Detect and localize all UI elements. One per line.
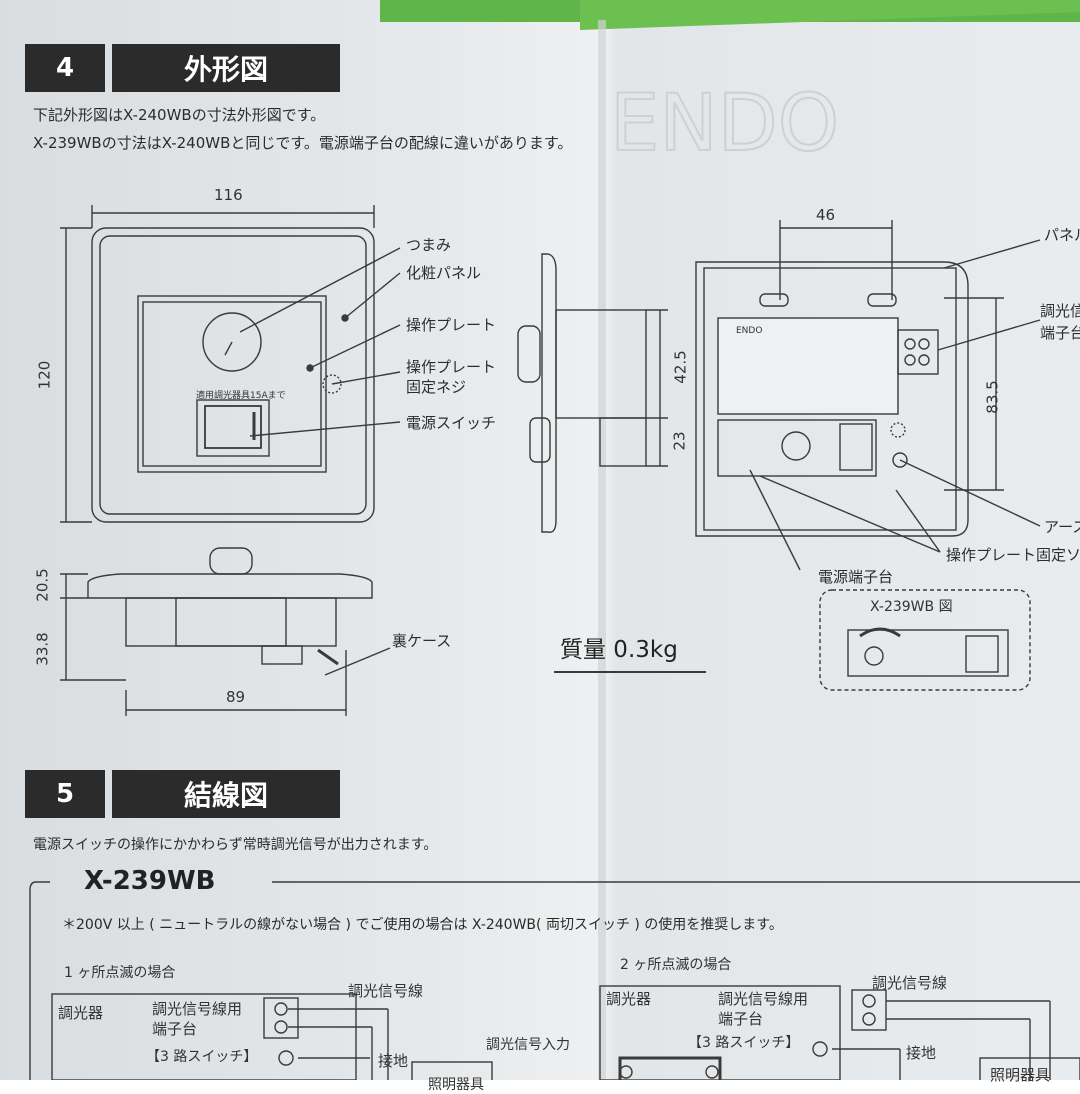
case2-signal-line: 調光信号線 bbox=[872, 974, 948, 992]
section-4-description-1: 下記外形図はX-240WBの寸法外形図です。 bbox=[33, 106, 326, 124]
label-plate-screw-1: 操作プレート bbox=[406, 358, 497, 376]
case1-signal-line: 調光信号線 bbox=[348, 982, 424, 1000]
case1-ground: 接地 bbox=[378, 1052, 409, 1070]
section-4-description-2: X-239WBの寸法はX-240WBと同じです。電源端子台の配線に違いがあります… bbox=[33, 134, 573, 152]
section-5-number: 5 bbox=[25, 770, 105, 818]
case2-title: 2 ヶ所点滅の場合 bbox=[620, 957, 732, 973]
inset-title: X-239WB 図 bbox=[870, 599, 953, 615]
label-panel: 化粧パネル bbox=[406, 264, 482, 282]
label-rear-terminal-1: 調光信 bbox=[1040, 302, 1080, 320]
dim-depth-panel: 20.5 bbox=[33, 568, 52, 602]
case1-fixture: 照明器具 bbox=[428, 1077, 484, 1093]
dim-depth-case: 33.8 bbox=[33, 632, 52, 666]
weight-label: 質量 0.3kg bbox=[560, 637, 678, 663]
case1-terminal-2: 端子台 bbox=[152, 1020, 198, 1038]
front-caption: 適用調光器具15Aまで bbox=[196, 391, 286, 401]
case2-ground: 接地 bbox=[906, 1044, 937, 1062]
section-5-description: 電源スイッチの操作にかかわらず常時調光信号が出力されます。 bbox=[33, 837, 438, 853]
case1-title: 1 ヶ所点滅の場合 bbox=[64, 965, 176, 981]
dim-rear-height: 83.5 bbox=[983, 380, 1002, 414]
model-name: X-239WB bbox=[84, 866, 216, 896]
label-rear-terminal-2: 端子台 bbox=[1040, 324, 1080, 342]
dim-side-upper: 42.5 bbox=[671, 350, 690, 384]
dim-width-bottom: 89 bbox=[226, 688, 246, 706]
dim-side-lower: 23 bbox=[670, 431, 689, 451]
section-4-title: 外形図 bbox=[112, 44, 340, 92]
case2-3way-switch: 【3 路スイッチ】 bbox=[688, 1035, 800, 1051]
label-back-case: 裏ケース bbox=[392, 632, 452, 650]
section-4-number: 4 bbox=[25, 44, 105, 92]
section-5-title: 結線図 bbox=[112, 770, 340, 818]
case2-terminal-1: 調光信号線用 bbox=[718, 990, 809, 1008]
label-rear-earth: アース bbox=[1044, 518, 1080, 536]
case1-3way-switch: 【3 路スイッチ】 bbox=[146, 1049, 258, 1065]
dim-width-top: 116 bbox=[214, 186, 243, 204]
label-rear-panel: パネル bbox=[1044, 226, 1080, 244]
label-knob: つまみ bbox=[406, 236, 452, 254]
dim-rear-width: 46 bbox=[816, 206, 836, 224]
case1-dimmer: 調光器 bbox=[58, 1004, 104, 1022]
case2-terminal-2: 端子台 bbox=[718, 1010, 764, 1028]
label-rear-power-terminal: 電源端子台 bbox=[818, 568, 894, 586]
label-plate: 操作プレート bbox=[406, 316, 497, 334]
rear-label-brand: ENDO bbox=[736, 326, 763, 336]
case1-terminal-1: 調光信号線用 bbox=[152, 1000, 243, 1018]
recommendation-note: ＊200V 以上 ( ニュートラルの線がない場合 ) でご使用の場合は X-24… bbox=[62, 917, 783, 933]
case1-signal-input: 調光信号入力 bbox=[486, 1037, 570, 1053]
label-rear-plate-screw: 操作プレート固定ソ bbox=[946, 546, 1080, 564]
label-power-switch: 電源スイッチ bbox=[406, 414, 497, 432]
case2-dimmer: 調光器 bbox=[606, 990, 652, 1008]
svg-text:ENDO: ENDO bbox=[610, 79, 839, 169]
case2-fixture: 照明器具 bbox=[990, 1066, 1051, 1084]
dim-height-left: 120 bbox=[35, 360, 54, 390]
label-plate-screw-2: 固定ネジ bbox=[406, 378, 467, 396]
